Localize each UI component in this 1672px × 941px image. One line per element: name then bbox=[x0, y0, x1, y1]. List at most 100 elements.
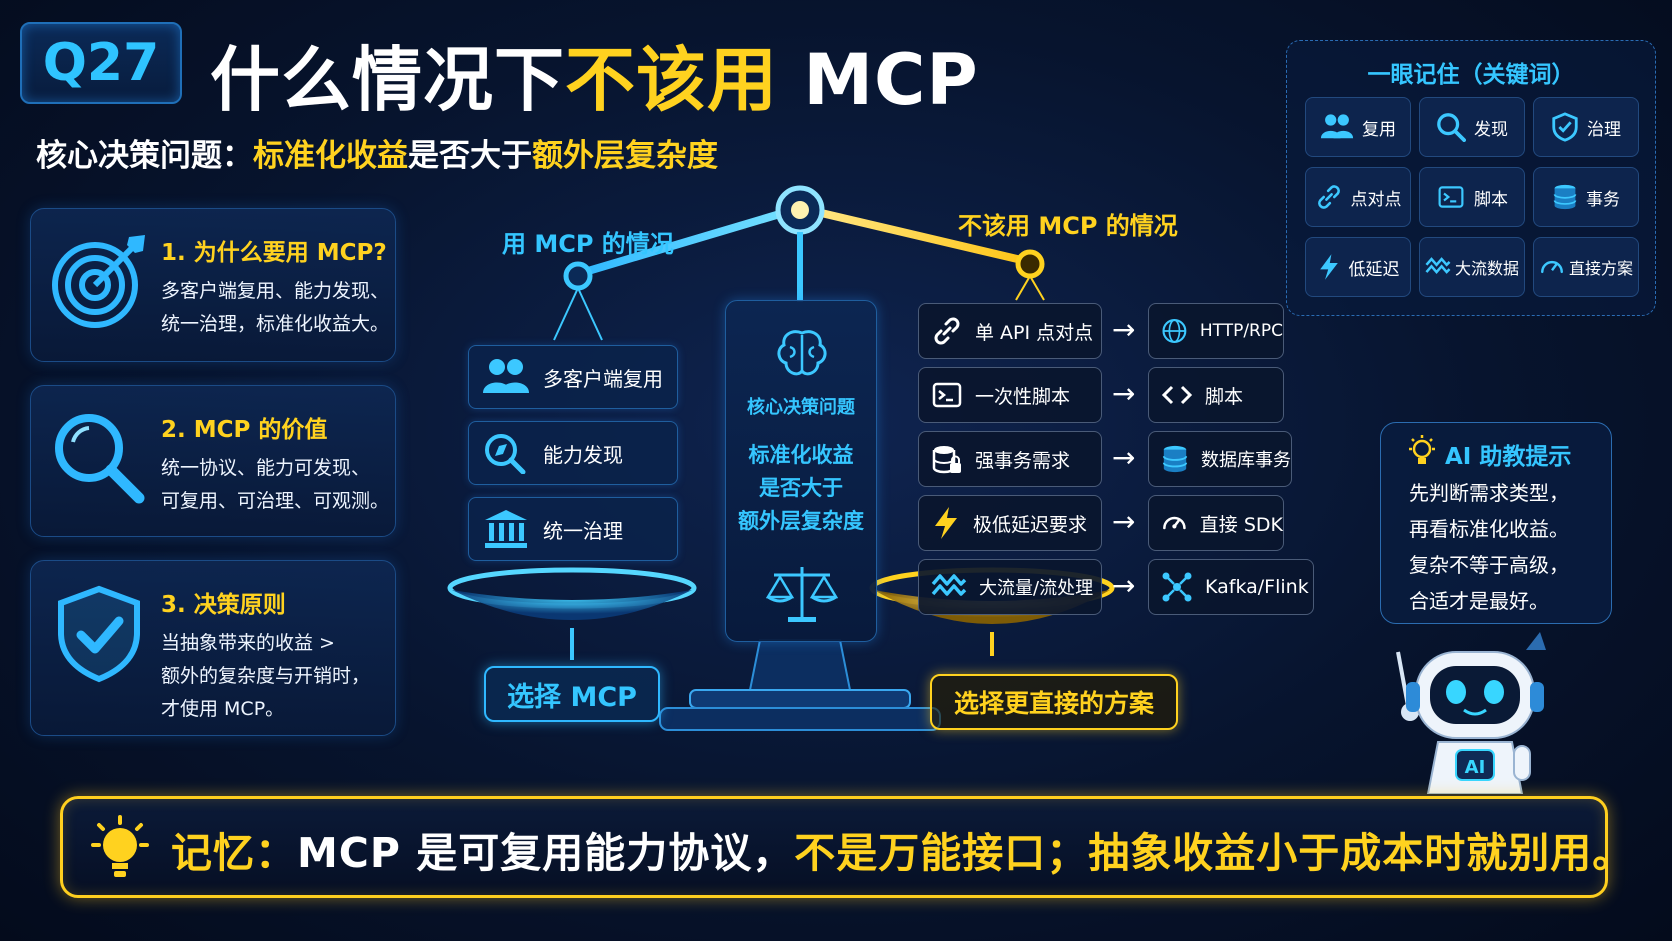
beam-right bbox=[796, 204, 1034, 266]
keyword-transaction: 事务 bbox=[1533, 167, 1639, 227]
keyword-label: 大流数据 bbox=[1454, 259, 1519, 278]
keywords-panel: 一眼记住（关键词） 复用 发现 治理 点对点 脚本 事务 低延迟 大流数据 直接… bbox=[1286, 40, 1656, 316]
bolt-icon bbox=[1319, 254, 1338, 280]
case-label: 大流量/流处理 bbox=[979, 578, 1094, 599]
right-side-label: 不该用 MCP 的情况 bbox=[958, 212, 1178, 240]
panel-text: 当抽象带来的收益 > 额外的复杂度与开销时， 才使用 MCP。 bbox=[161, 627, 370, 726]
scale-icon bbox=[766, 567, 838, 622]
arrow: → bbox=[1112, 377, 1136, 410]
left-item-discovery: 能力发现 bbox=[468, 421, 678, 485]
gauge-icon bbox=[1163, 516, 1186, 530]
alt-label: 脚本 bbox=[1205, 385, 1244, 408]
alt-db-transaction: 数据库事务 bbox=[1148, 431, 1292, 487]
database-icon bbox=[1162, 445, 1188, 473]
panel-title: 2. MCP 的价值 bbox=[161, 417, 328, 443]
keyword-low-latency: 低延迟 bbox=[1305, 237, 1411, 297]
panel-line: 统一治理，标准化收益大。 bbox=[161, 313, 390, 335]
choose-direct-button[interactable]: 选择更直接的方案 bbox=[930, 674, 1178, 730]
center-title: 核心决策问题 bbox=[747, 397, 855, 418]
gauge-icon bbox=[1541, 260, 1563, 274]
keyword-label: 复用 bbox=[1362, 119, 1396, 140]
keyword-discover: 发现 bbox=[1419, 97, 1525, 157]
case-label: 极低延迟要求 bbox=[973, 513, 1088, 536]
keywords-title: 一眼记住（关键词） bbox=[1367, 62, 1575, 88]
database-icon bbox=[1553, 184, 1577, 210]
center-line: 是否大于 bbox=[759, 476, 843, 500]
panel-text: 统一协议、能力可发现、 可复用、可治理、可观测。 bbox=[161, 452, 389, 518]
case-single-api: 单 API 点对点 bbox=[918, 303, 1102, 359]
center-decision-column: 核心决策问题 标准化收益 是否大于 额外层复杂度 bbox=[725, 300, 877, 642]
users-icon bbox=[1320, 114, 1354, 139]
keyword-label: 点对点 bbox=[1350, 189, 1402, 210]
subtitle-prefix: 核心决策问题： bbox=[36, 138, 253, 174]
waves-icon bbox=[931, 574, 967, 596]
shield-icon bbox=[1552, 112, 1578, 142]
alt-label: Kafka/Flink bbox=[1205, 576, 1309, 598]
question-badge: Q27 bbox=[20, 22, 182, 104]
title-part-2: 不该用 bbox=[565, 39, 778, 121]
panel-text: 多客户端复用、能力发现、 统一治理，标准化收益大。 bbox=[161, 275, 389, 341]
magnifier-icon bbox=[55, 414, 145, 504]
case-label: 一次性脚本 bbox=[975, 385, 1071, 408]
shield-check-icon bbox=[58, 585, 140, 683]
keyword-big-stream: 大流数据 bbox=[1419, 237, 1525, 297]
keyword-label: 低延迟 bbox=[1348, 259, 1400, 280]
beam-left bbox=[574, 204, 804, 278]
memory-part-1: MCP 是可复用能力协议， bbox=[297, 829, 795, 877]
target-icon bbox=[52, 235, 145, 328]
memory-prefix: 记忆： bbox=[171, 829, 297, 877]
panel-title: 1. 为什么要用 MCP? bbox=[161, 240, 387, 266]
left-item-governance: 统一治理 bbox=[468, 497, 678, 561]
left-joint bbox=[563, 261, 593, 291]
case-strong-transaction: 强事务需求 bbox=[918, 431, 1102, 487]
robot-badge: AI bbox=[1465, 757, 1486, 778]
ai-tip-text: 先判断需求类型， 再看标准化收益。 复杂不等于高级， 合适才是最好。 bbox=[1409, 475, 1569, 619]
terminal-icon bbox=[932, 382, 962, 408]
panel-line: 可复用、可治理、可观测。 bbox=[161, 490, 390, 512]
case-label: 单 API 点对点 bbox=[975, 321, 1094, 344]
alt-script: 脚本 bbox=[1148, 367, 1284, 423]
subtitle-mid: 是否大于 bbox=[408, 138, 532, 174]
case-one-off-script: 一次性脚本 bbox=[918, 367, 1102, 423]
panel-why-mcp: 1. 为什么要用 MCP? 多客户端复用、能力发现、 统一治理，标准化收益大。 bbox=[30, 208, 396, 362]
memory-part-2: 不是万能接口；抽象收益小于成本时就别用。 bbox=[794, 829, 1635, 877]
center-question: 标准化收益 是否大于 额外层复杂度 bbox=[726, 439, 876, 538]
keyword-direct: 直接方案 bbox=[1533, 237, 1639, 297]
alt-kafka-flink: Kafka/Flink bbox=[1148, 559, 1314, 615]
left-side-label: 用 MCP 的情况 bbox=[502, 230, 674, 258]
center-line: 额外层复杂度 bbox=[738, 509, 864, 533]
keyword-label: 脚本 bbox=[1474, 189, 1508, 210]
case-low-latency: 极低延迟要求 bbox=[918, 495, 1102, 551]
alt-http-rpc: HTTP/RPC bbox=[1148, 303, 1284, 359]
ai-tip-line: 再看标准化收益。 bbox=[1409, 517, 1569, 541]
lightbulb-icon bbox=[1409, 435, 1435, 464]
left-item-label: 能力发现 bbox=[543, 442, 623, 467]
link-icon bbox=[1317, 185, 1340, 209]
arrow: → bbox=[1112, 569, 1136, 602]
tip-tail bbox=[1526, 632, 1546, 650]
arrow: → bbox=[1112, 505, 1136, 538]
panel-title: 3. 决策原则 bbox=[161, 592, 286, 618]
users-icon bbox=[483, 359, 529, 393]
keyword-label: 发现 bbox=[1474, 119, 1508, 140]
pivot-core bbox=[791, 201, 809, 219]
panel-line: 额外的复杂度与开销时， bbox=[161, 665, 371, 687]
terminal-icon bbox=[1438, 186, 1464, 208]
link-icon bbox=[934, 317, 960, 345]
panel-decision-principle: 3. 决策原则 当抽象带来的收益 > 额外的复杂度与开销时， 才使用 MCP。 bbox=[30, 560, 396, 736]
keyword-label: 事务 bbox=[1586, 189, 1620, 210]
keyword-reuse: 复用 bbox=[1305, 97, 1411, 157]
choose-mcp-button[interactable]: 选择 MCP bbox=[484, 666, 660, 722]
panel-line: 当抽象带来的收益 > bbox=[161, 632, 335, 654]
title-part-1: 什么情况下 bbox=[210, 39, 565, 121]
brain-icon bbox=[777, 330, 827, 376]
alt-label: 直接 SDK bbox=[1199, 513, 1283, 536]
left-item-label: 统一治理 bbox=[543, 518, 623, 543]
memory-text: 记忆：MCP 是可复用能力协议，不是万能接口；抽象收益小于成本时就别用。 bbox=[171, 819, 1634, 879]
database-lock-icon bbox=[932, 446, 961, 474]
alt-direct-sdk: 直接 SDK bbox=[1148, 495, 1284, 551]
ai-tip-line: 合适才是最好。 bbox=[1409, 589, 1549, 613]
right-joint bbox=[1015, 249, 1045, 279]
arrow: → bbox=[1112, 441, 1136, 474]
title-part-3: MCP bbox=[778, 39, 979, 121]
